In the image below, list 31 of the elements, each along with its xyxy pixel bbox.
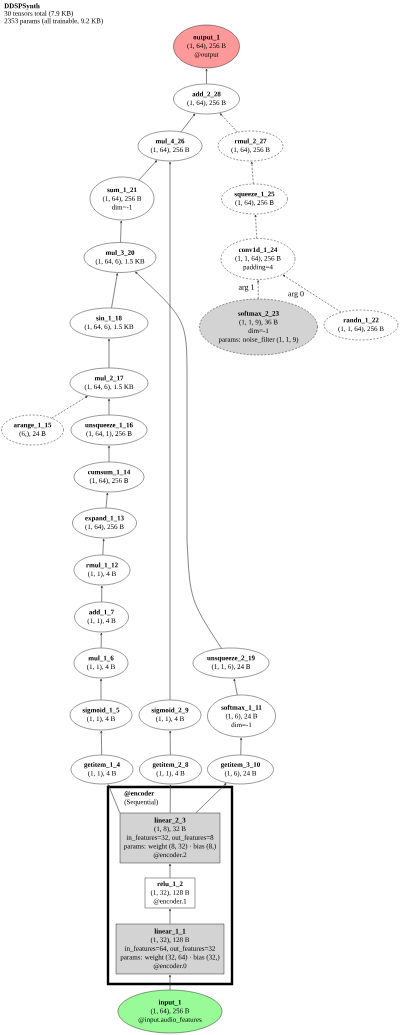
arrow xyxy=(138,160,157,181)
arrow xyxy=(240,737,243,756)
dashed-arrow xyxy=(51,395,88,419)
arrow xyxy=(102,538,105,556)
arrow xyxy=(233,678,238,696)
arrow xyxy=(105,492,109,509)
arrow xyxy=(169,863,171,879)
arrow xyxy=(169,161,171,701)
arrow xyxy=(108,398,110,416)
arrow xyxy=(169,908,171,925)
arrow xyxy=(195,783,227,814)
dashed-arrow xyxy=(250,161,254,185)
dashed-arrow xyxy=(219,113,238,133)
arrow xyxy=(100,632,103,649)
dashed-arrow xyxy=(282,274,342,313)
arrow xyxy=(169,974,171,991)
arrow xyxy=(100,730,103,756)
arrow xyxy=(180,113,196,132)
arrow xyxy=(169,784,172,814)
dashed-arrow xyxy=(254,214,258,239)
arrow xyxy=(100,585,103,603)
arrow xyxy=(111,273,119,309)
arrow xyxy=(120,220,123,243)
dashed-arrow xyxy=(257,280,260,300)
arrow xyxy=(108,338,110,369)
arrow xyxy=(205,68,208,85)
arrow xyxy=(169,730,172,756)
arrow xyxy=(135,271,222,649)
arrow xyxy=(108,445,110,463)
arrow xyxy=(100,678,102,701)
arrow xyxy=(107,784,121,814)
